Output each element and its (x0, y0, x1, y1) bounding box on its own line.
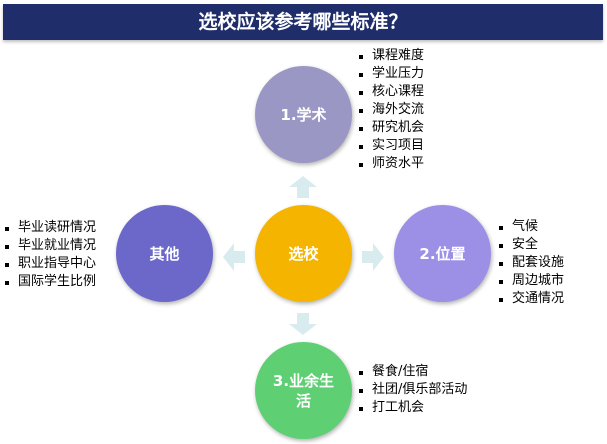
arrow-left-icon (223, 243, 245, 271)
list-item: 周边城市 (496, 272, 564, 290)
list-item: 海外交流 (356, 101, 424, 119)
list-item: 气候 (496, 218, 564, 236)
list-item: 毕业读研情况 (2, 219, 96, 237)
list-item: 餐食/住宿 (356, 363, 467, 381)
list-item: 社团/俱乐部活动 (356, 381, 467, 399)
node-academic: 1.学术 (255, 66, 352, 163)
node-location-label: 2.位置 (419, 244, 466, 263)
node-life-label-line2: 活 (295, 391, 311, 410)
list-item: 配套设施 (496, 254, 564, 272)
list-item: 安全 (496, 236, 564, 254)
list-item: 研究机会 (356, 119, 424, 137)
node-location: 2.位置 (394, 205, 491, 302)
node-center: 选校 (255, 205, 352, 302)
list-item: 职业指导中心 (2, 255, 96, 273)
list-item: 学业压力 (356, 65, 424, 83)
node-other-label: 其他 (149, 244, 180, 263)
list-item: 课程难度 (356, 47, 424, 65)
page-title: 选校应该参考哪些标准？ (198, 11, 408, 33)
list-item: 国际学生比例 (2, 273, 96, 291)
other-list: 毕业读研情况 毕业就业情况 职业指导中心 国际学生比例 (2, 219, 96, 291)
arrow-down-icon (289, 313, 317, 335)
node-academic-label: 1.学术 (280, 105, 327, 124)
arrow-up-icon (289, 176, 317, 198)
node-life: 3.业余生 活 (255, 342, 352, 439)
list-item: 交通情况 (496, 290, 564, 308)
list-item: 核心课程 (356, 83, 424, 101)
list-item: 毕业就业情况 (2, 237, 96, 255)
node-life-label-line1: 3.业余生 (272, 371, 335, 390)
life-list: 餐食/住宿 社团/俱乐部活动 打工机会 (356, 363, 467, 417)
list-item: 实习项目 (356, 137, 424, 155)
list-item: 打工机会 (356, 399, 467, 417)
node-other: 其他 (116, 205, 213, 302)
node-center-label: 选校 (288, 244, 319, 263)
location-list: 气候 安全 配套设施 周边城市 交通情况 (496, 218, 564, 308)
list-item: 师资水平 (356, 155, 424, 173)
academic-list: 课程难度 学业压力 核心课程 海外交流 研究机会 实习项目 师资水平 (356, 47, 424, 173)
title-bar: 选校应该参考哪些标准？ (3, 4, 603, 40)
arrow-right-icon (362, 243, 384, 271)
